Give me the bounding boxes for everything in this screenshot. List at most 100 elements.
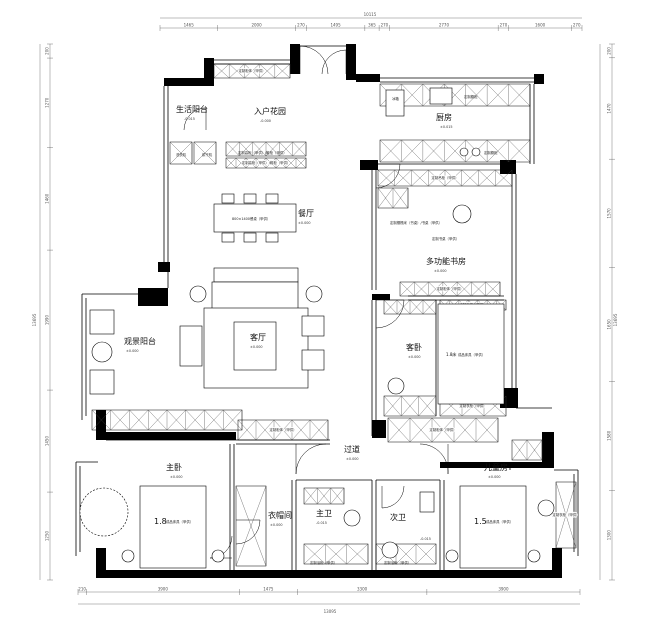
level-closet: ±0.000 [270,523,283,527]
stove-1 [459,147,469,157]
cabinet-label-7: 定制吊柜（甲供） [431,175,458,180]
balcony-chair-bottom [89,369,115,395]
level-entry-garden: -0.000 [260,119,271,123]
cabinet-label-16: 定制柜体（甲供） [429,427,456,432]
guest-chair [387,377,405,395]
label-wash-machine: 洗衣机 [176,152,187,157]
balcony-chair-top [89,309,115,335]
stove-2 [471,147,481,157]
dim-left-total: 13695 [32,313,37,326]
dim-bottom-0: 210 [78,587,86,592]
label-guest-bed: 1.8床 [446,351,456,357]
cabinet-11: 定制柜体（甲供） [237,419,329,441]
dim-top-1: 2000 [251,23,262,28]
study-chair [452,204,472,224]
cabinet-10 [91,409,243,431]
room-labels: 入户花园 -0.000 生活阳台 -0.015 厨房 ±0.015 餐厅 ±0.… [124,104,508,541]
furniture [79,87,555,569]
room-kids: 儿童房 [484,462,508,472]
dim-top-8: 1600 [535,23,546,28]
room-common-bath: 次卫 [390,512,406,522]
label-kids-bed-note: 成品床具（甲供） [486,519,513,524]
label-guest-bed-note: 成品床具（甲供） [458,352,485,357]
level-master-bath: -0.015 [316,521,327,525]
cabinet-16: 定制柜体（甲供） [387,417,499,443]
cabinet-8 [377,187,409,209]
label-dining-table: 800×1400餐桌（甲供） [232,216,270,221]
level-common-bath: -0.015 [420,537,431,541]
cabinet-label-9: 定制柜体（甲供） [436,286,463,291]
guest-bed [437,303,505,405]
cabinet-18 [303,487,345,505]
cabinet-22: 定制衣柜（甲供） [552,481,580,549]
dim-left-2: 1460 [45,193,50,204]
dim-top-2: 270 [297,23,305,28]
room-master: 主卧 [166,462,182,472]
cabinet-label-22: 定制衣柜（甲供） [552,512,579,517]
level-corridor: ±0.000 [346,457,359,461]
label-study-tatami: 定制榻榻米（书桌）/书桌（甲供） [390,220,442,225]
room-guest: 客卧 [406,342,422,352]
master-bed [139,485,207,569]
cabinet-0: 定制柜体（甲供） [213,63,291,79]
room-service-balcony: 生活阳台 [176,104,208,114]
chair-bottom-1 [243,232,257,243]
label-master-bed: 1.8 [154,517,167,526]
level-master: ±0.000 [170,475,183,479]
armchair-left [179,325,203,367]
label-kitchen-cab-2: 定制橱柜 [484,150,498,155]
item-labels: 800×1400餐桌（甲供） 1.8床 成品床具（甲供） 1.8 成品床具（甲供… [154,94,513,565]
cabinet-label-15: 定制衣柜（甲供） [459,403,486,408]
room-multi-study: 多功能书房 [426,256,466,266]
dim-right-5: 1300 [607,530,612,541]
dim-right-4: 1580 [607,430,612,441]
cabinet-9: 定制柜体（甲供） [399,281,501,297]
dim-top-0: 1465 [184,23,195,28]
label-fridge: 冰箱 [392,96,399,101]
sofa-back [211,281,299,311]
common-toilet [381,541,399,559]
dim-top-5: 270 [381,23,389,28]
level-multi-study: ±0.000 [434,269,447,273]
master-toilet [343,509,361,527]
cabinet-13 [383,395,437,417]
cabinets: 定制柜体（甲供） 定制高柜（甲供）/鞋柜（甲供） 定制吊柜（甲供） 定制柜体（甲供） 定… [91,63,580,567]
dim-bottom-total: 13095 [324,609,337,614]
cabinet-6 [379,139,531,163]
dim-top-3: 1495 [330,23,341,28]
level-view-balcony: ±0.000 [126,349,139,353]
cabinet-21 [511,439,543,461]
cabinet-3 [169,141,193,165]
room-entry-garden: 入户花园 [254,106,286,116]
cabinet-2: 定制高柜（甲供）/鞋柜（甲供） [225,157,307,169]
dim-right-total: 13695 [613,313,618,326]
dim-top-6: 2770 [439,23,450,28]
cabinet-12 [383,299,437,315]
nightstand-right [211,549,225,563]
dim-right-3: 1650 [607,319,612,330]
chair-top-0 [221,193,235,204]
level-service-balcony: -0.015 [184,117,195,121]
dim-right-0: 200 [607,47,612,55]
cabinet-4 [193,141,217,165]
label-bath-cab-2: 定制浴柜（甲供） [384,560,411,565]
room-living: 客厅 [250,332,266,342]
tv-cabinet [213,267,299,283]
cabinet-17 [235,485,267,567]
kids-bed [459,485,527,569]
dim-top-9: 270 [573,23,581,28]
dim-right-2: 1570 [607,208,612,219]
room-dining: 餐厅 [298,209,314,218]
nightstand-left [121,549,135,563]
lamp-left [189,285,207,303]
cabinet-label-0: 定制柜体（甲供） [238,68,265,73]
dim-bottom-2: 1475 [263,587,274,592]
cabinet-1 [225,141,307,157]
cabinet-19 [303,543,369,565]
chair-top-2 [265,193,279,204]
balcony-table [91,341,113,363]
